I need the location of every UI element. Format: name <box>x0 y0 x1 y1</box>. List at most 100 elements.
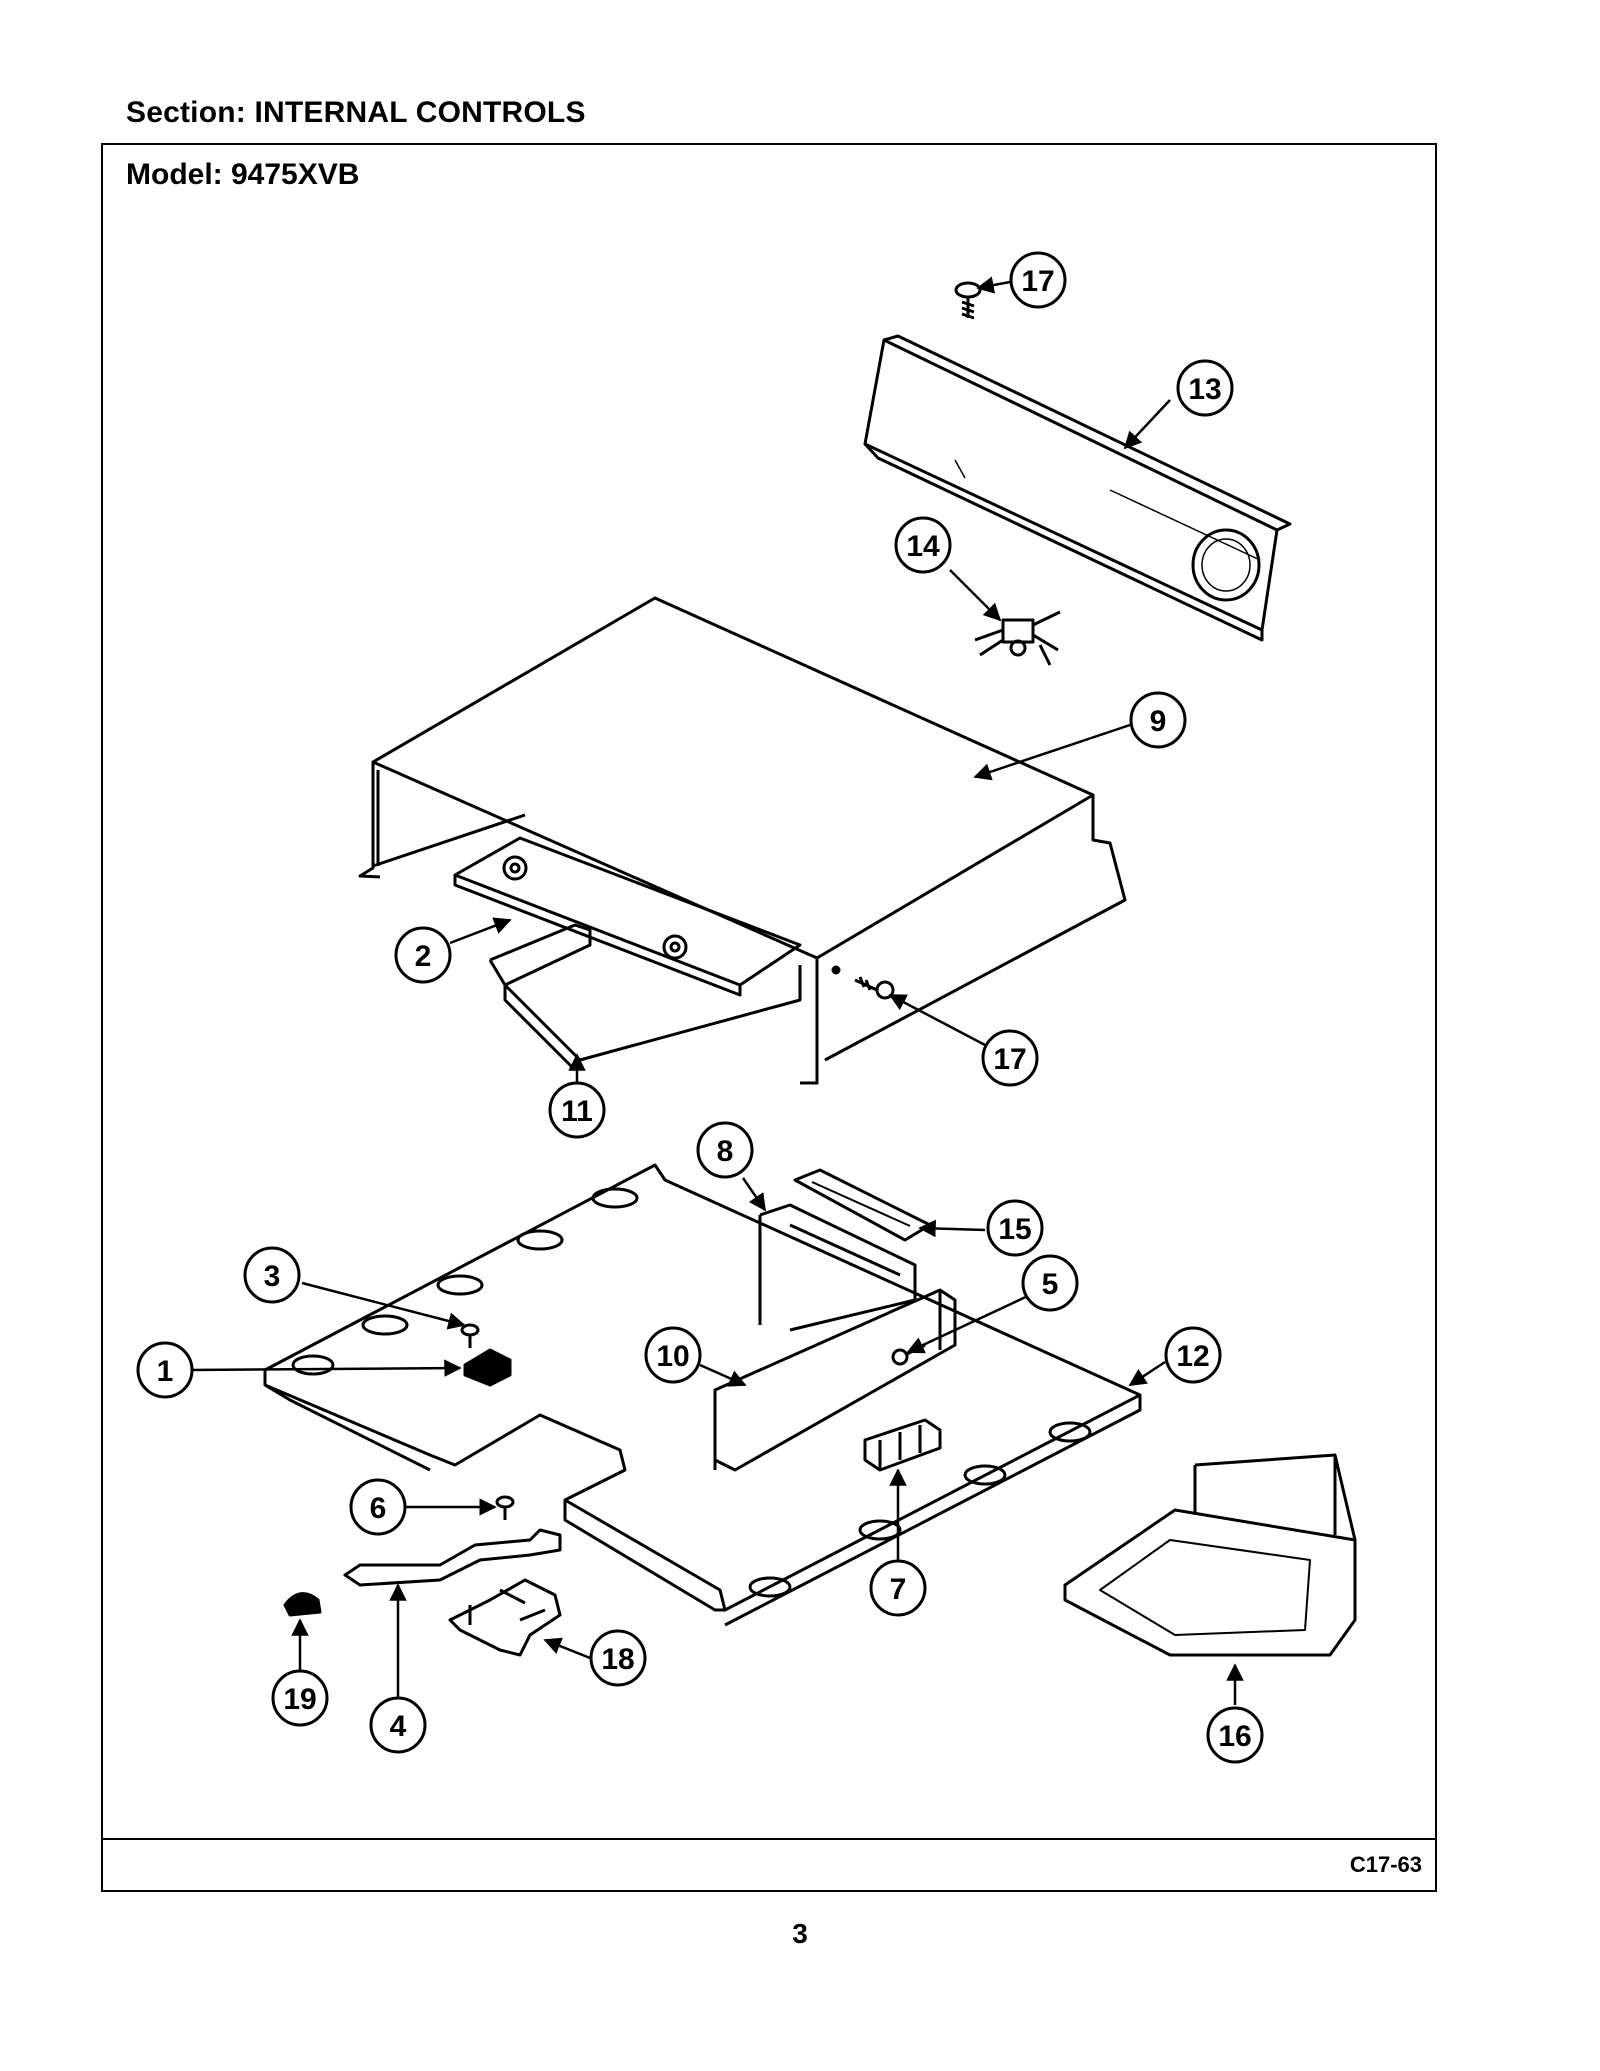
callout-17: 17 <box>1009 251 1067 309</box>
callout-label: 5 <box>1042 1268 1059 1301</box>
callout-label: 17 <box>1021 265 1054 298</box>
leader-18 <box>543 1637 591 1660</box>
part-14-thermostat <box>974 610 1061 666</box>
callout-1: 1 <box>136 1341 194 1399</box>
callout-15: 15 <box>986 1199 1044 1257</box>
callout-label: 13 <box>1188 373 1221 406</box>
callout-circle <box>394 926 452 984</box>
callout-19: 19 <box>271 1669 329 1727</box>
callout-circle <box>349 1478 407 1536</box>
callout-circle <box>869 1559 927 1617</box>
callout-17: 17 <box>981 1029 1039 1087</box>
callout-circle <box>1176 359 1234 417</box>
part-3-screw <box>460 1323 480 1348</box>
callout-circle <box>981 1029 1039 1087</box>
callout-circle <box>243 1246 301 1304</box>
callout-circle <box>589 1629 647 1687</box>
callout-2: 2 <box>394 926 452 984</box>
callout-circle <box>1164 1326 1222 1384</box>
callout-circle <box>644 1326 702 1384</box>
callout-14: 14 <box>894 516 952 574</box>
part-17-screw-side <box>854 976 895 1000</box>
part-9-control-cover <box>358 596 1127 1085</box>
callout-label: 2 <box>415 940 432 973</box>
callout-11: 11 <box>548 1081 606 1139</box>
part-10-shield <box>713 1288 957 1472</box>
callout-circle <box>1206 1706 1264 1764</box>
section-title: Section: INTERNAL CONTROLS <box>126 96 586 129</box>
callout-circle <box>1009 251 1067 309</box>
part-2-bracket <box>453 836 802 997</box>
callout-label: 9 <box>1150 705 1167 738</box>
part-6-screw <box>495 1495 515 1520</box>
callout-circle <box>894 516 952 574</box>
callout-label: 7 <box>890 1573 907 1606</box>
callout-circle <box>1021 1254 1079 1312</box>
callout-circle <box>986 1199 1044 1257</box>
callout-circle <box>271 1669 329 1727</box>
callout-16: 16 <box>1206 1706 1264 1764</box>
part-17-screw-top <box>954 281 982 320</box>
part-16-drawer-pan <box>1063 1453 1357 1657</box>
leader-15 <box>918 1219 986 1238</box>
callout-10: 10 <box>644 1326 702 1384</box>
callout-label: 15 <box>998 1213 1031 1246</box>
leader-2 <box>449 917 512 945</box>
callout-12: 12 <box>1164 1326 1222 1384</box>
part-8-bracket <box>758 1203 917 1332</box>
footer-rule <box>101 1838 1437 1840</box>
part-18-latch <box>448 1578 562 1657</box>
callout-label: 12 <box>1176 1340 1209 1373</box>
callout-8: 8 <box>696 1121 754 1179</box>
callout-18: 18 <box>589 1629 647 1687</box>
model-title: Model: 9475XVB <box>126 158 360 191</box>
callout-label: 1 <box>157 1355 174 1388</box>
callout-6: 6 <box>349 1478 407 1536</box>
callout-circle <box>1129 691 1187 749</box>
part-7-terminal-block <box>863 1418 942 1472</box>
callout-13: 13 <box>1176 359 1234 417</box>
leader-9 <box>973 723 1131 781</box>
callout-label: 10 <box>656 1340 689 1373</box>
part-19-knob <box>283 1592 322 1617</box>
leader-12 <box>1128 1360 1166 1387</box>
callout-label: 19 <box>283 1683 316 1716</box>
leader-1 <box>189 1359 462 1377</box>
callout-label: 17 <box>993 1043 1026 1076</box>
page-number: 3 <box>792 1918 808 1949</box>
callout-label: 4 <box>390 1710 407 1743</box>
callout-3: 3 <box>243 1246 301 1304</box>
leader-5 <box>906 1293 1031 1354</box>
leader-8 <box>741 1177 767 1212</box>
leader-13 <box>1123 399 1171 450</box>
callout-circle <box>136 1341 194 1399</box>
callout-9: 9 <box>1129 691 1187 749</box>
diagram-frame <box>101 143 1437 1892</box>
callout-label: 16 <box>1218 1720 1251 1753</box>
callout-4: 4 <box>369 1696 427 1754</box>
part-12-base-plate <box>263 1163 1142 1627</box>
callout-7: 7 <box>869 1559 927 1617</box>
callout-5: 5 <box>1021 1254 1079 1312</box>
callout-circle <box>369 1696 427 1754</box>
callout-label: 18 <box>601 1643 634 1676</box>
leader-14 <box>949 569 1002 622</box>
leader-3 <box>301 1281 466 1330</box>
callout-label: 8 <box>717 1135 734 1168</box>
part-4-lever <box>343 1528 562 1587</box>
callout-label: 14 <box>906 530 940 563</box>
part-15-gasket <box>793 1168 932 1242</box>
leader-17-top <box>976 276 1011 294</box>
callout-label: 3 <box>264 1260 281 1293</box>
callout-circle <box>696 1121 754 1179</box>
callout-circle <box>548 1081 606 1139</box>
part-5-screw <box>891 1343 926 1366</box>
leader-17-side <box>888 993 986 1047</box>
diagram-code: C17-63 <box>1349 1852 1422 1877</box>
leader-10 <box>699 1363 747 1387</box>
callout-label: 11 <box>561 1095 593 1128</box>
callout-label: 6 <box>370 1492 387 1525</box>
part-13-rear-panel <box>863 334 1292 642</box>
part-1-switch <box>463 1348 512 1387</box>
